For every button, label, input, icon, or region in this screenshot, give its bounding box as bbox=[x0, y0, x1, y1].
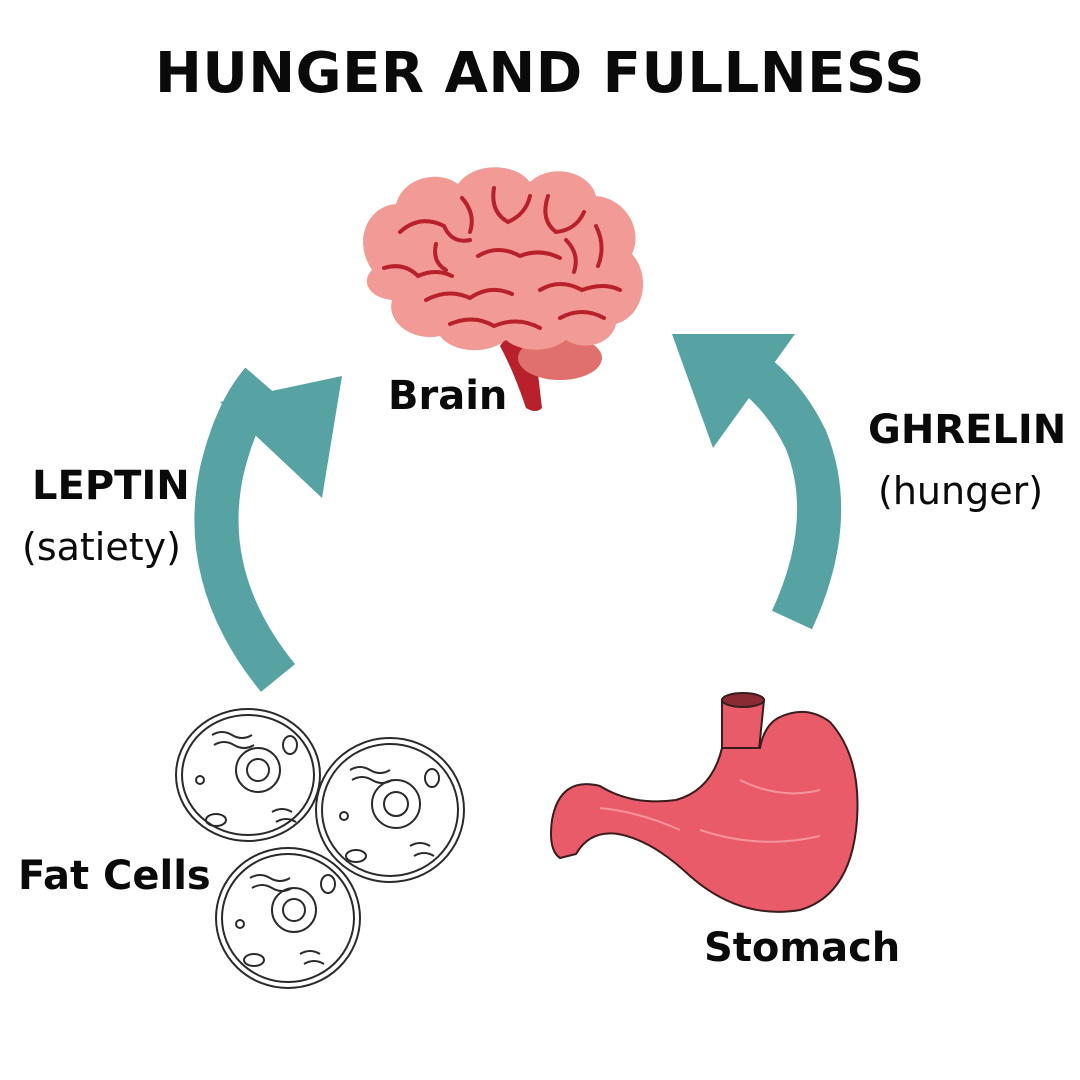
leptin-label: LEPTIN bbox=[32, 463, 190, 509]
brain-label: Brain bbox=[388, 373, 508, 419]
leptin-arrow bbox=[194, 367, 342, 692]
page-title: HUNGER AND FULLNESS bbox=[154, 41, 926, 106]
ghrelin-arrow bbox=[672, 334, 842, 630]
stomach-label: Stomach bbox=[704, 925, 901, 971]
ghrelin-effect: (hunger) bbox=[878, 469, 1044, 513]
brain-icon bbox=[363, 167, 644, 411]
stomach-icon bbox=[550, 692, 859, 913]
ghrelin-label: GHRELIN bbox=[868, 407, 1067, 453]
fat-cells-icon bbox=[175, 708, 465, 989]
fat-cells-label: Fat Cells bbox=[18, 853, 211, 899]
leptin-effect: (satiety) bbox=[22, 525, 181, 569]
